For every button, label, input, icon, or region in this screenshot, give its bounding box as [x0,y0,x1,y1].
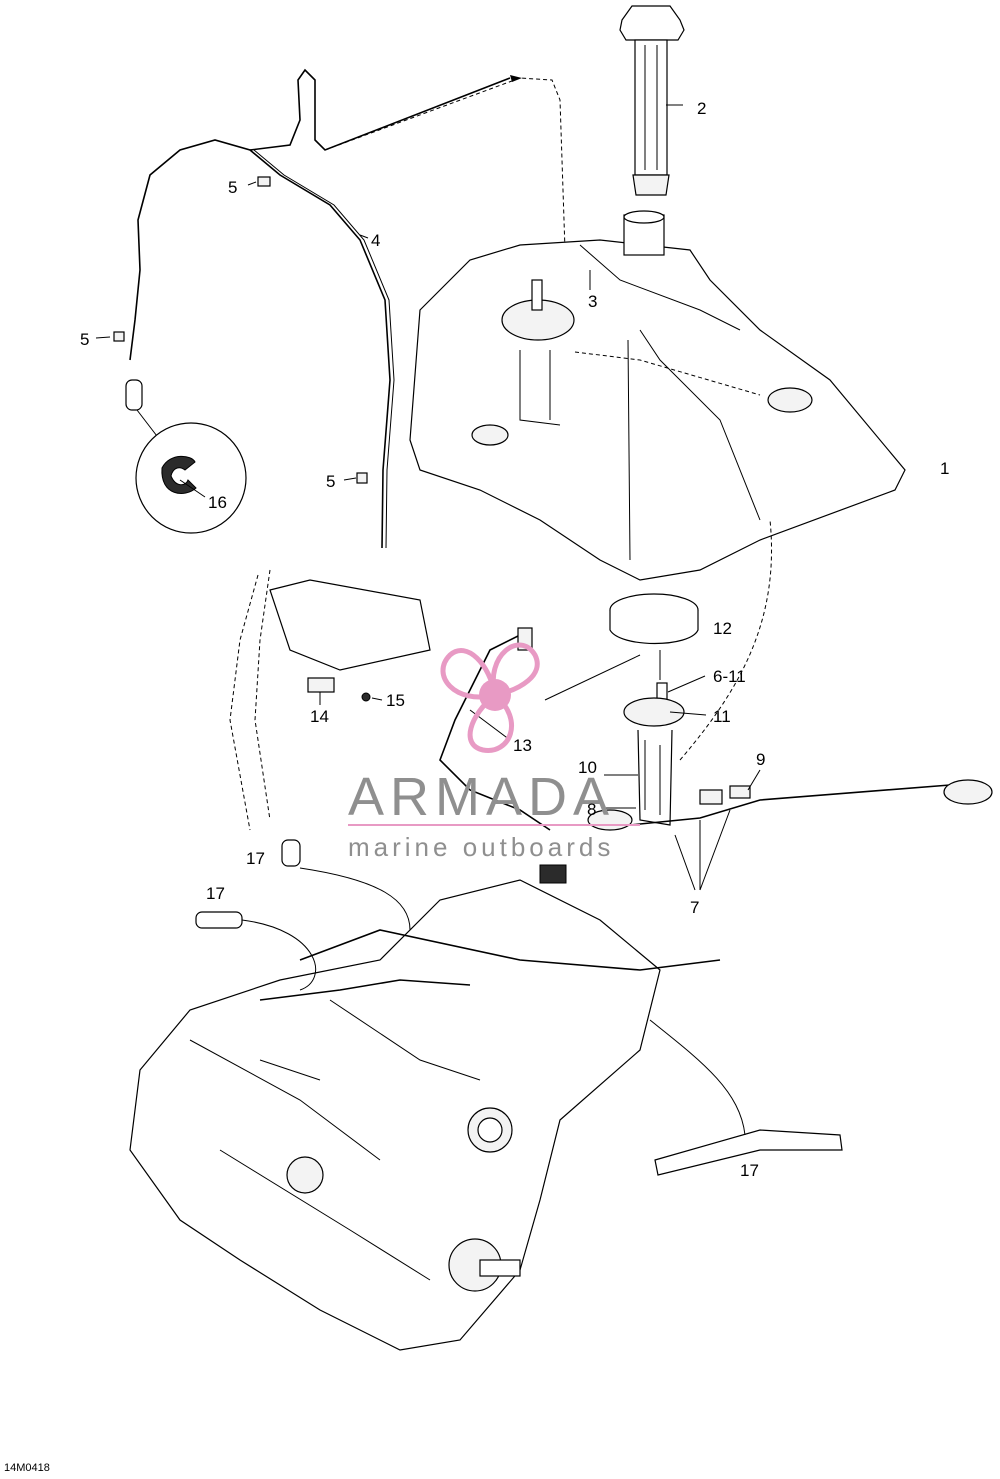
clip-icon [113,331,125,342]
callout-8: 8 [587,800,596,819]
callout-15: 15 [386,691,405,710]
callout-4: 4 [371,231,380,250]
callout-16: 16 [208,493,227,512]
watermark-subtitle: marine outboards [348,832,614,862]
callout-5-top: 5 [228,178,237,197]
bracket-assembly [229,569,641,884]
engine [129,839,843,1351]
callout-2: 2 [697,99,706,118]
callout-1: 1 [940,459,949,478]
callout-7: 7 [690,898,699,917]
reference-code: 14M0418 [4,1462,50,1474]
callout-12: 12 [713,619,732,638]
propeller-logo [440,642,540,753]
callouts: 1 2 3 4 5 5 5 6-11 7 8 9 10 11 12 13 14 … [80,99,949,1180]
clip-icon [356,472,368,484]
callout-17-top: 17 [246,849,265,868]
clip-icon [257,176,271,187]
fuel-tank [409,210,906,581]
callout-14: 14 [310,707,329,726]
filler-neck [619,5,685,196]
callout-17-right: 17 [740,1161,759,1180]
callout-6-11: 6-11 [713,667,746,686]
detail-circle [125,379,247,534]
callout-5-bottom: 5 [326,472,335,491]
callout-17-left: 17 [206,884,225,903]
vent-hose [113,68,566,549]
callout-11: 11 [713,707,731,726]
watermark: ARMADA marine outboards [348,642,640,862]
callout-10: 10 [578,758,597,777]
watermark-brand: ARMADA [348,767,615,827]
callout-9: 9 [756,750,765,769]
callout-3: 3 [588,292,597,311]
callout-13: 13 [513,736,532,755]
callout-5-left: 5 [80,330,89,349]
